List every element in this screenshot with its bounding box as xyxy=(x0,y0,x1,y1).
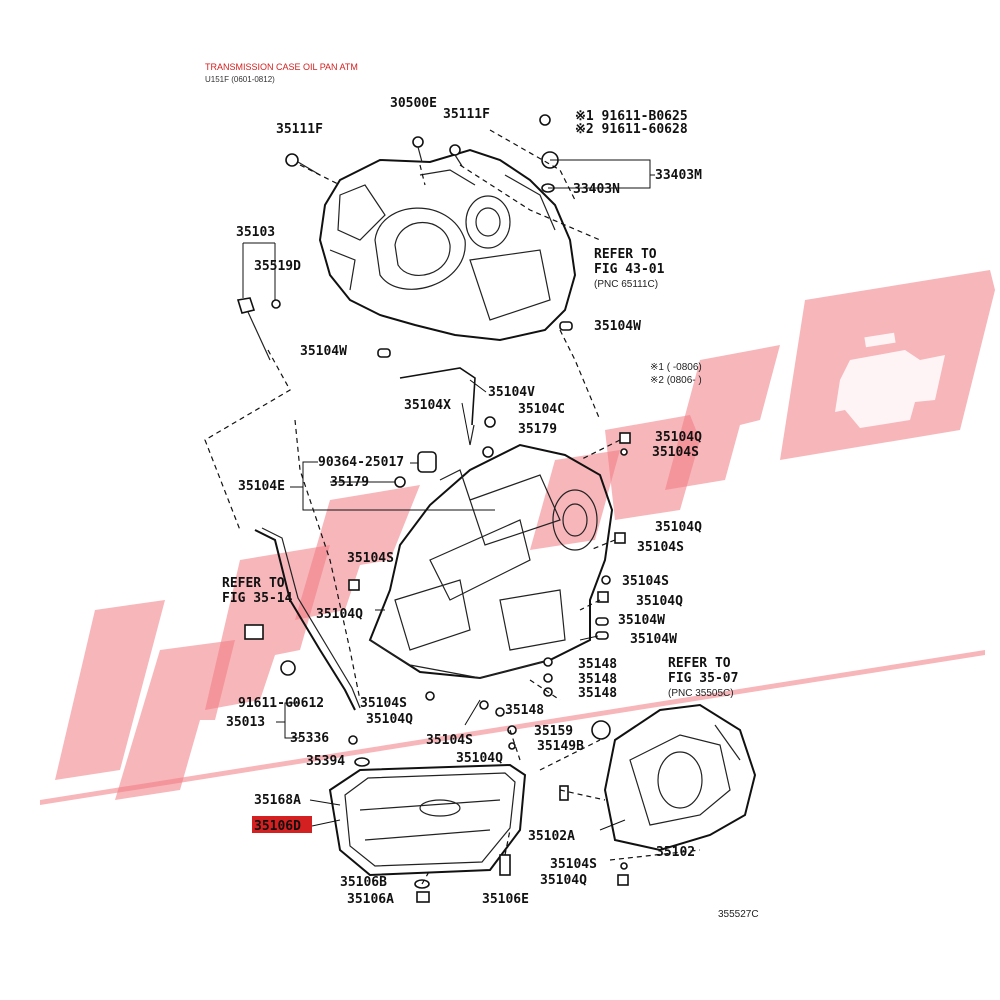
label-35104q-f[interactable]: 35104Q xyxy=(456,751,503,766)
label-35106a[interactable]: 35106A xyxy=(347,892,394,907)
extension-housing[interactable] xyxy=(603,703,757,852)
label-35104w-c[interactable]: 35104W xyxy=(618,613,665,628)
label-35104q-a[interactable]: 35104Q xyxy=(655,430,702,445)
diagram-code: 355527C xyxy=(718,909,759,920)
label-35104s-d[interactable]: 35104S xyxy=(622,574,669,589)
label-35104w-a[interactable]: 35104W xyxy=(594,319,641,334)
label-90364-25017[interactable]: 90364-25017 xyxy=(318,455,404,470)
diagram-title: TRANSMISSION CASE OIL PAN ATM xyxy=(205,62,358,72)
label-33403n[interactable]: 33403N xyxy=(573,182,620,197)
label-35106b[interactable]: 35106B xyxy=(340,875,387,890)
label-35104c[interactable]: 35104C xyxy=(518,402,565,417)
label-35103[interactable]: 35103 xyxy=(236,225,275,240)
label-35111f-left[interactable]: 35111F xyxy=(276,122,323,137)
dipstick-tube[interactable] xyxy=(244,527,361,711)
label-35168a[interactable]: 35168A xyxy=(254,793,301,808)
label-35104v[interactable]: 35104V xyxy=(488,385,535,400)
label-35394[interactable]: 35394 xyxy=(306,754,345,769)
label-35148-b[interactable]: 35148 xyxy=(578,672,617,687)
leader-lines xyxy=(242,159,655,831)
refer-fig35-07-line3: (PNC 35505C) xyxy=(668,688,734,699)
refer-fig35-14-line1: REFER TO xyxy=(222,576,285,591)
label-35148-c[interactable]: 35148 xyxy=(578,686,617,701)
label-35104w-d[interactable]: 35104W xyxy=(630,632,677,647)
footnote-2: ※2 (0806- ) xyxy=(650,375,702,386)
transaxle-housing[interactable] xyxy=(318,148,577,342)
engine-icon xyxy=(835,332,945,428)
label-35148-d[interactable]: 35148 xyxy=(505,703,544,718)
label-35104q-c[interactable]: 35104Q xyxy=(636,594,683,609)
refer-fig43-line2[interactable]: FIG 43-01 xyxy=(594,262,665,277)
label-35104s-e[interactable]: 35104S xyxy=(360,696,407,711)
label-91611-60628[interactable]: ※2 91611-60628 xyxy=(575,122,688,137)
label-35102a[interactable]: 35102A xyxy=(528,829,575,844)
label-35179-a[interactable]: 35179 xyxy=(518,422,557,437)
label-35179-b[interactable]: 35179 xyxy=(330,475,369,490)
diagram-subtitle: U151F (0601-0812) xyxy=(205,75,275,84)
refer-fig35-07-line2[interactable]: FIG 35-07 xyxy=(668,671,738,686)
label-35336[interactable]: 35336 xyxy=(290,731,329,746)
refer-fig43-line1: REFER TO xyxy=(594,247,657,262)
refer-fig35-14-line2[interactable]: FIG 35-14 xyxy=(222,591,293,606)
label-35106e[interactable]: 35106E xyxy=(482,892,529,907)
footnote-1: ※1 ( -0806) xyxy=(650,362,702,373)
label-35102[interactable]: 35102 xyxy=(656,845,695,860)
label-35104e[interactable]: 35104E xyxy=(238,479,285,494)
label-35149b[interactable]: 35149B xyxy=(537,739,584,754)
oil-pan[interactable] xyxy=(328,763,527,877)
label-30500e[interactable]: 30500E xyxy=(390,96,437,111)
part-labels: 30500E 35111F 35111F ※1 91611-B0625 ※2 9… xyxy=(222,96,759,920)
label-35148-a[interactable]: 35148 xyxy=(578,657,617,672)
refer-fig43-line3: (PNC 65111C) xyxy=(594,279,658,290)
label-91611-g0612[interactable]: 91611-G0612 xyxy=(238,696,324,711)
label-35104s-c[interactable]: 35104S xyxy=(347,551,394,566)
assembly-lines xyxy=(204,129,701,885)
label-35104s-f[interactable]: 35104S xyxy=(426,733,473,748)
label-35104q-d[interactable]: 35104Q xyxy=(316,607,363,622)
refer-fig35-07-line1: REFER TO xyxy=(668,656,731,671)
label-35104q-b[interactable]: 35104Q xyxy=(655,520,702,535)
label-35104q-e[interactable]: 35104Q xyxy=(366,712,413,727)
label-35104q-g[interactable]: 35104Q xyxy=(540,873,587,888)
label-35519d[interactable]: 35519D xyxy=(254,259,301,274)
transmission-case[interactable] xyxy=(368,443,614,680)
label-35104w-b[interactable]: 35104W xyxy=(300,344,347,359)
watermark-logo xyxy=(40,270,995,805)
highlight-box-35106d xyxy=(252,816,312,833)
label-35013[interactable]: 35013 xyxy=(226,715,265,730)
label-33403m[interactable]: 33403M xyxy=(655,168,702,183)
label-35104x[interactable]: 35104X xyxy=(404,398,451,413)
label-91611-b0625[interactable]: ※1 91611-B0625 xyxy=(575,109,688,124)
label-35111f-top[interactable]: 35111F xyxy=(443,107,490,122)
label-35159[interactable]: 35159 xyxy=(534,724,573,739)
label-35104s-a[interactable]: 35104S xyxy=(652,445,699,460)
label-35106d[interactable]: 35106D xyxy=(254,819,301,834)
label-35104s-b[interactable]: 35104S xyxy=(637,540,684,555)
label-35104s-g[interactable]: 35104S xyxy=(550,857,597,872)
